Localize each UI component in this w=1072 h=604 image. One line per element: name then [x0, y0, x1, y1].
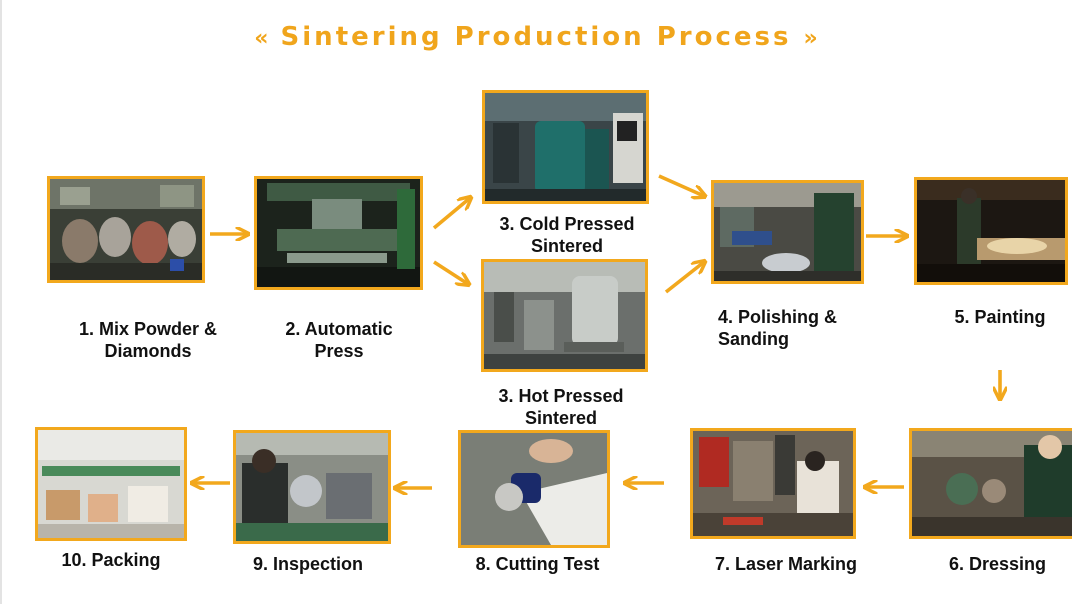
step-dress-label: 6. Dressing — [948, 554, 1047, 574]
arrow-hot-to-polish — [664, 262, 704, 294]
step-cold-photo — [482, 90, 649, 204]
step-pack-label: 10. Packing — [61, 550, 161, 570]
title-text: Sintering Production Process — [280, 22, 792, 52]
step-polish-label: 4. Polishing &Sanding — [718, 307, 838, 349]
step-laser-label: 7. Laser Marking — [714, 554, 858, 574]
step-cut-label: 8. Cutting Test — [475, 554, 600, 574]
page-left-border — [0, 0, 2, 604]
step-pack-photo — [35, 427, 187, 541]
step-laser-photo — [690, 428, 856, 539]
step-press-photo — [254, 176, 423, 290]
step-mix-photo — [47, 176, 205, 283]
step-paint-photo — [914, 177, 1068, 285]
step-inspect-photo — [233, 430, 391, 544]
arrow-press-to-cold — [432, 198, 470, 230]
step-mix-label: 1. Mix Powder &Diamonds — [78, 319, 218, 361]
step-dress-photo — [909, 428, 1072, 539]
step-polish-photo — [711, 180, 864, 284]
arrow-cold-to-polish — [658, 174, 704, 196]
step-inspect-label: 9. Inspection — [252, 554, 364, 574]
step-hot-photo — [481, 259, 648, 372]
step-cut-photo — [458, 430, 610, 548]
title-right-chevron-icon: » — [803, 26, 818, 51]
page-title: « Sintering Production Process » — [0, 22, 1072, 52]
step-paint-label: 5. Painting — [954, 307, 1046, 327]
arrow-press-to-hot — [433, 260, 468, 284]
title-left-chevron-icon: « — [254, 26, 269, 51]
